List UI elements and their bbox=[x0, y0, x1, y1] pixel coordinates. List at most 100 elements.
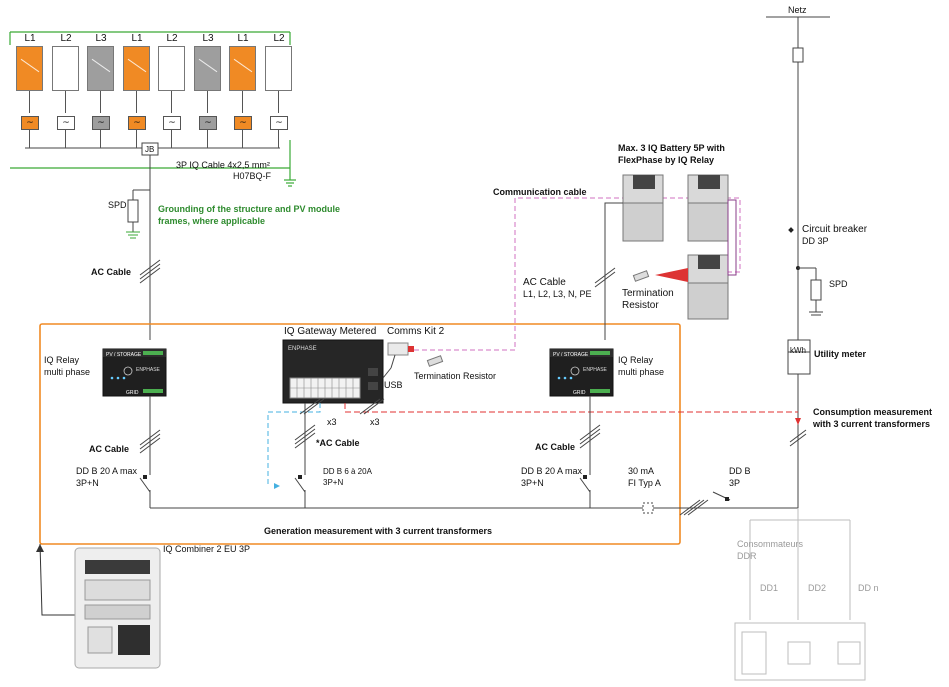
microinverter-symbol: ~ bbox=[133, 118, 141, 128]
battery-title-line-2: FlexPhase by IQ Relay bbox=[618, 155, 715, 165]
relay-right-label-2: multi phase bbox=[618, 367, 665, 377]
ct-count-consumption: x3 bbox=[370, 417, 380, 427]
breaker-right-poles: 3P+N bbox=[521, 478, 544, 488]
pv-module-phase-label: L3 bbox=[95, 33, 107, 44]
termination-resistor-battery-line-1: Termination bbox=[622, 288, 674, 299]
utility-meter-box bbox=[787, 339, 811, 375]
comms-kit bbox=[382, 342, 414, 379]
pv-panel-lead bbox=[29, 91, 30, 113]
consumption-measurement-line bbox=[344, 403, 798, 413]
generation-ct-arrow bbox=[274, 483, 280, 489]
pv-module: L1~ bbox=[15, 33, 45, 148]
pv-panel-diagonal bbox=[20, 58, 40, 73]
microinverter-lead bbox=[29, 130, 30, 148]
breaker-left-poles: 3P+N bbox=[76, 478, 99, 488]
relay-left-label-1: IQ Relay bbox=[44, 355, 80, 365]
microinverter: ~ bbox=[199, 116, 217, 130]
pv-panel-diagonal bbox=[127, 58, 147, 73]
termination-resistor-gw-symbol bbox=[426, 355, 444, 367]
termination-resistor-battery-symbol bbox=[632, 268, 688, 282]
spd-left-label: SPD bbox=[108, 200, 127, 210]
microinverter-symbol: ~ bbox=[275, 118, 283, 128]
relay-right-grid: GRID bbox=[573, 390, 586, 396]
rcd-rating: 30 mA bbox=[628, 466, 655, 476]
grounding-note-line-2: frames, where applicable bbox=[158, 216, 266, 226]
pv-panel bbox=[16, 46, 43, 91]
combiner-label: IQ Combiner 2 EU 3P bbox=[163, 544, 251, 554]
consumption-measurement-line-2: with 3 current transformers bbox=[813, 419, 931, 429]
pv-panel-diagonal bbox=[233, 58, 253, 73]
microinverter-symbol: ~ bbox=[26, 118, 34, 128]
pv-module-phase-label: L2 bbox=[60, 33, 72, 44]
consumer-branch bbox=[734, 508, 866, 681]
ddn-label: DD n bbox=[858, 583, 879, 593]
rcd-type: FI Typ A bbox=[628, 478, 661, 488]
usb-label: USB bbox=[384, 380, 403, 390]
pv-module: L1~ bbox=[122, 33, 152, 148]
communication-cable-line bbox=[414, 197, 741, 351]
pv-module: L2~ bbox=[51, 33, 81, 148]
battery-stack bbox=[622, 174, 737, 320]
breaker-right-rating: DD B 20 A max bbox=[521, 466, 583, 476]
microinverter: ~ bbox=[270, 116, 288, 130]
iq-relay-right bbox=[549, 348, 614, 397]
ac-cable-top-label: AC Cable bbox=[91, 267, 132, 277]
grounding-note-line-1: Grounding of the structure and PV module bbox=[158, 204, 341, 214]
termination-resistor-battery-line-2: Resistor bbox=[622, 300, 659, 311]
kwh-label: kWh bbox=[790, 346, 806, 355]
microinverter: ~ bbox=[128, 116, 146, 130]
battery-ac-line bbox=[594, 202, 623, 340]
circuit-breaker-label: Circuit breaker bbox=[802, 224, 868, 235]
pv-panel-lead bbox=[171, 91, 172, 113]
microinverter-lead bbox=[278, 130, 279, 148]
microinverter-lead bbox=[136, 130, 137, 148]
pv-panel bbox=[265, 46, 292, 91]
pv-module: L1~ bbox=[228, 33, 258, 148]
pv-panel-lead bbox=[136, 91, 137, 113]
microinverter-symbol: ~ bbox=[239, 118, 247, 128]
microinverter-symbol: ~ bbox=[204, 118, 212, 128]
breaker-left-rating: DD B 20 A max bbox=[76, 466, 138, 476]
microinverter-symbol: ~ bbox=[97, 118, 105, 128]
microinverter-symbol: ~ bbox=[168, 118, 176, 128]
ct-count-generation: x3 bbox=[327, 417, 337, 427]
grid-feed bbox=[766, 16, 830, 508]
consumption-measurement-line-1: Consumption measurement bbox=[813, 407, 933, 417]
spd-right-symbol bbox=[798, 267, 823, 316]
ddb-rating: DD B bbox=[729, 466, 751, 476]
pv-panel bbox=[123, 46, 150, 91]
relay-left-brand: ENPHASE bbox=[136, 367, 160, 373]
microinverter-lead bbox=[242, 130, 243, 148]
combiner-arrow bbox=[36, 544, 44, 552]
cable-spec-line-1: 3P IQ Cable 4x2,5 mm² bbox=[176, 160, 270, 170]
relay-left-label-2: multi phase bbox=[44, 367, 91, 377]
combiner-pointer bbox=[39, 543, 76, 616]
relay-right-brand: ENPHASE bbox=[583, 367, 607, 373]
pv-panel-diagonal bbox=[269, 58, 289, 73]
pv-module: L3~ bbox=[193, 33, 223, 148]
pv-panel-lead bbox=[65, 91, 66, 113]
junction-box-label: JB bbox=[145, 145, 155, 154]
microinverter-lead bbox=[207, 130, 208, 148]
pv-panel bbox=[158, 46, 185, 91]
microinverter: ~ bbox=[163, 116, 181, 130]
iq-combiner-box bbox=[74, 547, 161, 669]
iq-gateway bbox=[282, 339, 384, 404]
pv-panel-diagonal bbox=[198, 58, 218, 73]
battery-ac-cable-phases: L1, L2, L3, N, PE bbox=[523, 289, 592, 299]
relay-right-header: PV / STORAGE bbox=[553, 352, 589, 358]
pv-panel bbox=[194, 46, 221, 91]
pv-module-phase-label: L2 bbox=[273, 33, 285, 44]
gateway-title: IQ Gateway Metered bbox=[284, 326, 377, 337]
pv-panel bbox=[87, 46, 114, 91]
pv-panel-lead bbox=[207, 91, 208, 113]
consumption-ct-arrow bbox=[795, 418, 801, 425]
consumers-label-1: Consommateurs bbox=[737, 539, 804, 549]
circuit-breaker-rating: DD 3P bbox=[802, 236, 829, 246]
spd-left-symbol bbox=[126, 189, 150, 239]
generation-measurement-line bbox=[267, 403, 321, 485]
pv-panel-lead bbox=[100, 91, 101, 113]
pv-module: L2 ~ bbox=[264, 33, 294, 148]
microinverter: ~ bbox=[234, 116, 252, 130]
cable-hatch-top bbox=[139, 259, 161, 284]
